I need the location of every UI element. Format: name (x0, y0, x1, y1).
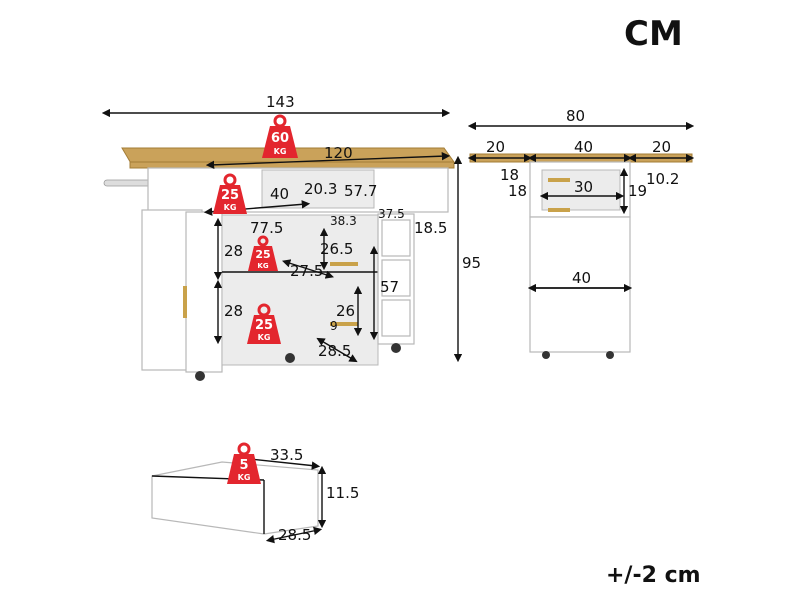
drawer-2 (381, 259, 411, 297)
wheel-icon (285, 353, 295, 363)
cabinet-door (185, 211, 223, 373)
drawer-1 (381, 219, 411, 257)
weight-shelf-mid-value: 25 (255, 248, 270, 261)
drawer-3 (381, 299, 411, 337)
shelf-handle-lower (330, 322, 358, 326)
dim-inner-height-side: 19 (628, 182, 647, 200)
dim-drawer-height: 11.5 (326, 484, 359, 502)
weight-badge-shelf-top: 25 KG (213, 173, 247, 214)
weight-badge-top: 60 KG (262, 114, 298, 158)
side-handle-top (548, 178, 570, 182)
dim-body-width: 40 (572, 269, 591, 287)
dim-drawer-section-width: 37.5 (378, 207, 405, 221)
open-shelf-interior (221, 214, 379, 366)
dim-inner-height: 26.5 (320, 240, 353, 258)
wheel-icon (195, 371, 205, 381)
dim-inner-width: 30 (574, 178, 593, 196)
tolerance-label: +/-2 cm (606, 563, 701, 588)
drawer-view: 33.5 11.5 28.5 (151, 446, 359, 544)
dim-niche-width: 40 (270, 185, 289, 203)
weight-icon (237, 442, 251, 456)
unit-label: CM (624, 14, 683, 54)
dim-drawer-stack-height: 57 (380, 278, 399, 296)
dim-inner-depth: 38.3 (330, 214, 357, 228)
weight-shelf-mid-unit: KG (257, 262, 268, 270)
dim-drawer-width: 33.5 (270, 446, 303, 464)
dim-cabinet-width: 77.5 (250, 219, 283, 237)
wheel-icon (542, 351, 550, 359)
weight-badge-drawer: 5 KG (227, 442, 261, 484)
front-view: 143 120 40 20.3 57.7 77.5 38.3 37.5 18.5… (101, 93, 481, 381)
dim-left-shelf-a: 18 (500, 166, 519, 184)
dim-drawer-depth: 28.5 (278, 526, 311, 544)
side-niche (541, 169, 621, 211)
dim-left-shelf-b: 18 (508, 182, 527, 200)
dim-shelf-lower-height: 28 (224, 302, 243, 320)
dim-niche-depth: 57.7 (344, 182, 377, 200)
weight-icon (273, 114, 287, 128)
dim-lower-inner-height: 26 (336, 302, 355, 320)
weight-shelf-bottom-unit: KG (258, 333, 271, 342)
countertop-edge (129, 161, 455, 169)
dim-overall-depth: 80 (566, 107, 585, 125)
weight-shelf-bottom-value: 25 (255, 318, 273, 333)
dim-right-overhang: 10.2 (646, 170, 679, 188)
dim-center: 40 (574, 138, 593, 156)
weight-badge-shelf-mid: 25 KG (248, 235, 278, 271)
weight-top-unit: KG (274, 147, 287, 156)
dim-shelf-depth: 27.5 (290, 262, 323, 280)
dim-shelf-upper-height: 28 (224, 242, 243, 260)
weight-top-value: 60 (271, 131, 289, 146)
shelf-handle (330, 262, 358, 266)
dim-total-height: 95 (462, 254, 481, 272)
weight-drawer-value: 5 (239, 458, 248, 473)
dim-door-gap: 9 (330, 319, 338, 333)
weight-shelf-top-unit: KG (224, 203, 237, 212)
wheel-icon (606, 351, 614, 359)
weight-shelf-top-value: 25 (221, 188, 239, 203)
dim-right-leaf: 20 (652, 138, 671, 156)
dim-top-width: 120 (324, 144, 353, 162)
weight-drawer-unit: KG (238, 473, 251, 482)
weight-icon (257, 235, 269, 247)
dim-left-leaf: 20 (486, 138, 505, 156)
weight-badge-shelf-bottom: 25 KG (247, 303, 281, 344)
dim-bottom-depth: 28.5 (318, 342, 351, 360)
door-handle (183, 286, 187, 318)
dim-overall-width: 143 (266, 93, 295, 111)
side-handle-bottom (548, 208, 570, 212)
dim-drawer-height: 18.5 (414, 219, 447, 237)
dim-niche-height: 20.3 (304, 180, 337, 198)
wheel-icon (391, 343, 401, 353)
side-view: 80 20 40 20 18 18 10.2 30 19 40 (467, 107, 695, 359)
